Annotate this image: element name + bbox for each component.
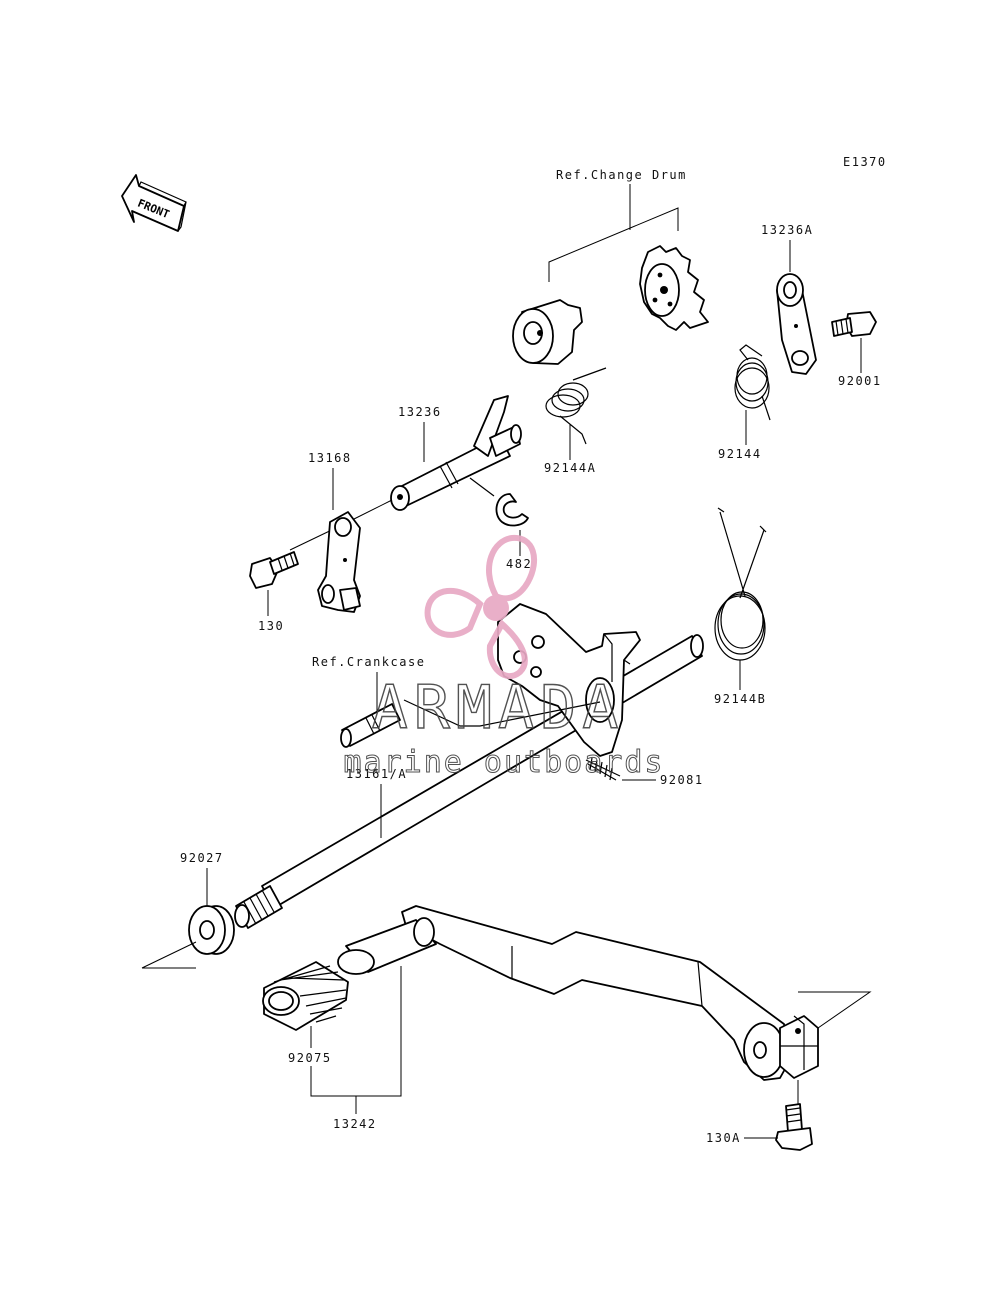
label-482: 482: [506, 557, 532, 571]
label-13168: 13168: [308, 451, 352, 465]
drum-cam: [512, 299, 583, 365]
front-arrow-icon: FRONT: [121, 174, 187, 232]
label-92027: 92027: [180, 851, 224, 865]
footpeg-rod: [337, 917, 437, 975]
label-13242: 13242: [333, 1117, 377, 1131]
label-92081: 92081: [660, 773, 704, 787]
bolt-130A: [775, 1103, 813, 1151]
diagram-code: E1370: [843, 155, 887, 169]
label-13236A: 13236A: [761, 223, 813, 237]
shift-pedal-13242: [401, 905, 819, 1081]
arm-13168: [317, 511, 361, 613]
label-130A: 130A: [706, 1131, 741, 1145]
ref-change-drum-label: Ref.Change Drum: [556, 168, 687, 182]
circlip-482: [495, 493, 529, 527]
label-92075: 92075: [288, 1051, 332, 1065]
ref-crankcase-label: Ref.Crankcase: [312, 655, 425, 669]
bolt-92001: [831, 311, 877, 337]
shaft-13236: [390, 395, 522, 511]
label-92144B: 92144B: [714, 692, 766, 706]
bolt-130: [249, 551, 299, 589]
drum-star-plate: [639, 245, 709, 331]
label-92144A: 92144A: [544, 461, 596, 475]
shift-plate: [497, 603, 641, 757]
rubber-92075: [262, 961, 349, 1031]
lever-13236A: [776, 273, 817, 375]
spring-92081: [585, 757, 621, 781]
crankcase-pin: [340, 699, 601, 748]
change-drum-leader: [548, 184, 679, 282]
spring-92144A: [545, 367, 607, 445]
label-92144: 92144: [718, 447, 762, 461]
spring-92144B: [714, 507, 767, 661]
armada-watermark-logo: ARMADA marine outboards: [343, 534, 665, 781]
watermark-brand: ARMADA: [372, 673, 625, 743]
washer-92027: [188, 905, 235, 955]
spring-92144: [734, 344, 771, 421]
label-130: 130: [258, 619, 284, 633]
watermark-tagline: marine outboards: [344, 745, 665, 780]
label-13236: 13236: [398, 405, 442, 419]
label-92001: 92001: [838, 374, 882, 388]
label-13161A: 13161/A: [346, 767, 407, 781]
